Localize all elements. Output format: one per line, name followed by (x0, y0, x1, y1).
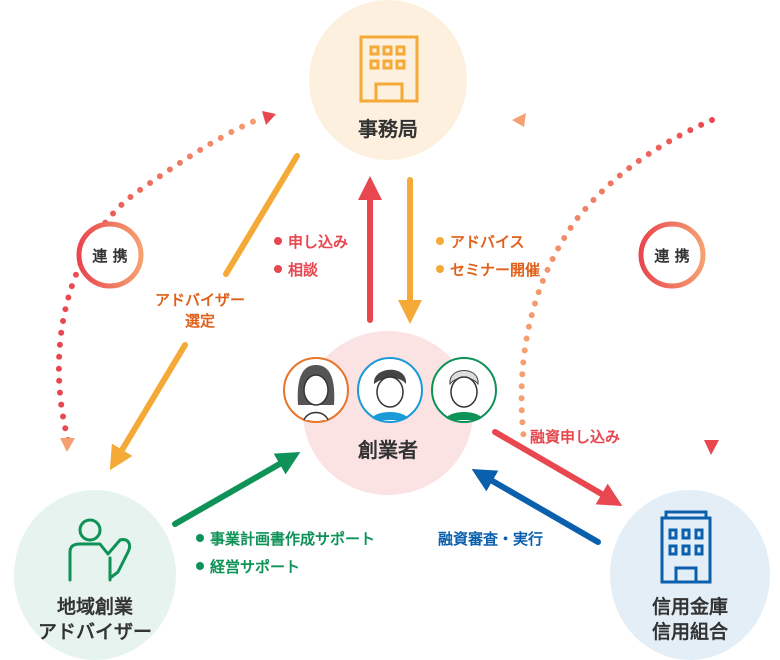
svg-text:連 携: 連 携 (92, 247, 127, 265)
loan-application-label: 融資申し込み (530, 428, 620, 446)
advice-label: アドバイス (450, 233, 525, 251)
arrow-office-to-advisor-a (223, 153, 300, 277)
advisor-person-icon (68, 518, 132, 582)
office-node (309, 0, 467, 160)
bank-label-line2: 信用組合 (652, 620, 729, 643)
arrow-advisor-to-founder (172, 452, 301, 527)
business-plan-support-label: 事業計画書作成サポート (210, 530, 375, 548)
seminar-label: セミナー開催 (450, 261, 540, 279)
arrow-office-to-advisor-b (109, 342, 188, 471)
svg-text:連 携: 連 携 (654, 247, 689, 265)
advisor-label-line1: 地域創業 (57, 595, 134, 618)
advisor-select-label-1: アドバイザー (155, 291, 245, 309)
office-label: 事務局 (358, 117, 418, 141)
advisor-select-label-2: 選定 (185, 312, 215, 330)
bullet-dot (436, 237, 444, 245)
bullet-dot (274, 265, 282, 273)
management-support-label: 経営サポート (210, 558, 300, 576)
apply-label: 申し込み (288, 233, 348, 251)
partner-badge-right: 連 携 (638, 221, 706, 289)
bank-label-line1: 信用金庫 (652, 595, 728, 618)
consult-label: 相談 (288, 261, 319, 279)
avatar-young-man (357, 357, 423, 423)
founder-label: 創業者 (357, 438, 418, 462)
bullet-dot (274, 237, 282, 245)
building-icon (359, 35, 419, 103)
avatar-older-man (431, 357, 497, 423)
advisor-label-line2: アドバイザー (38, 621, 152, 643)
loan-review-label: 融資審査・実行 (438, 530, 543, 548)
arrow-founder-to-bank (492, 429, 623, 507)
bullet-dot (436, 265, 444, 273)
partner-badge-left: 連 携 (76, 221, 144, 289)
bullet-dot (196, 534, 204, 542)
bank-building-icon (660, 510, 712, 584)
advisor-node (14, 490, 176, 660)
arrow-bank-to-founder (471, 468, 601, 545)
bank-node (610, 490, 770, 660)
partner-arc-left (55, 111, 276, 452)
partner-arc-right (512, 113, 719, 455)
bullet-dot (196, 562, 204, 570)
avatar-woman (283, 357, 349, 423)
